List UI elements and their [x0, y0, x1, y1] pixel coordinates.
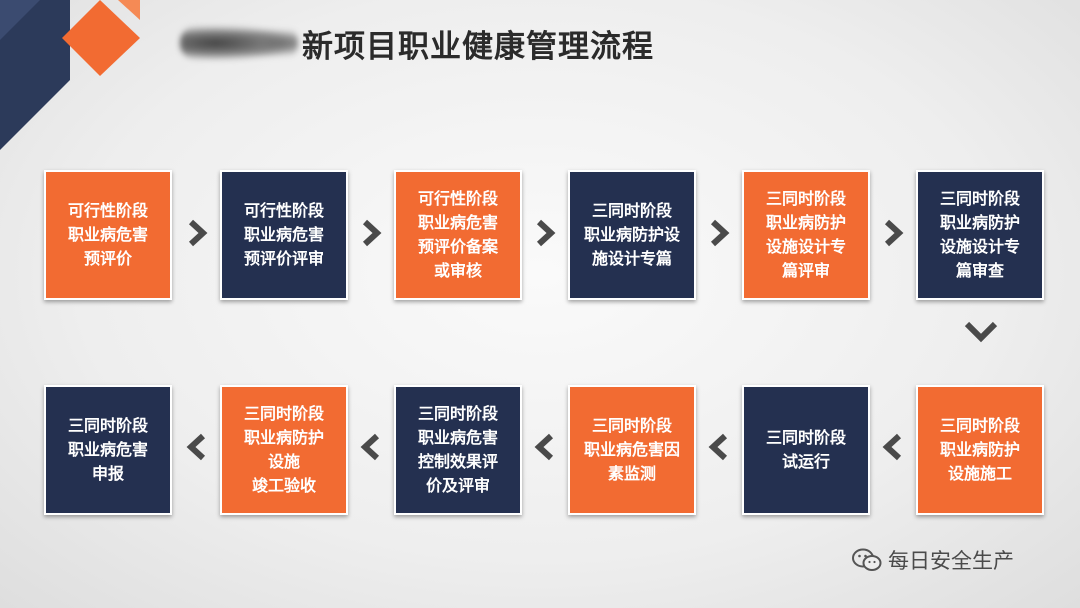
- step-label-9: 三同时阶段 职业病危害因 素监测: [583, 416, 680, 483]
- watermark-text: 每日安全生产: [888, 549, 1014, 573]
- step-box-12: 三同时阶段 职业病危害 申报: [44, 385, 172, 515]
- step-box-5: 三同时阶段 职业病防护 设施设计专 篇评审: [742, 170, 870, 300]
- step-box-10: 三同时阶段 职业病危害 控制效果评 价及评审: [394, 385, 522, 515]
- chevron-left-icon: [534, 433, 554, 461]
- step-label-1: 可行性阶段 职业病危害 预评价: [67, 201, 148, 268]
- wechat-icon: [852, 548, 882, 571]
- step-label-5: 三同时阶段 职业病防护 设施设计专 篇评审: [765, 189, 846, 280]
- watermark: 每日安全生产: [852, 545, 1014, 575]
- chevron-left-icon: [882, 433, 902, 461]
- step-label-8: 三同时阶段 试运行: [765, 428, 846, 471]
- step-label-11: 三同时阶段 职业病防护 设施 竣工验收: [243, 404, 324, 495]
- corner-decoration: [0, 0, 140, 150]
- step-box-2: 可行性阶段 职业病危害 预评价评审: [220, 170, 348, 300]
- step-box-6: 三同时阶段 职业病防护 设施设计专 篇审查: [916, 170, 1044, 300]
- step-box-8: 三同时阶段 试运行: [742, 385, 870, 515]
- step-box-3: 可行性阶段 职业病危害 预评价备案 或审核: [394, 170, 522, 300]
- chevron-right-icon: [710, 219, 730, 247]
- step-label-7: 三同时阶段 职业病防护 设施施工: [939, 416, 1020, 483]
- step-label-3: 可行性阶段 职业病危害 预评价备案 或审核: [417, 189, 498, 280]
- step-label-10: 三同时阶段 职业病危害 控制效果评 价及评审: [417, 404, 498, 495]
- step-label-4: 三同时阶段 职业病防护设 施设计专篇: [583, 201, 680, 268]
- step-label-12: 三同时阶段 职业病危害 申报: [67, 416, 148, 483]
- step-box-4: 三同时阶段 职业病防护设 施设计专篇: [568, 170, 696, 300]
- page-title: 新项目职业健康管理流程: [302, 28, 654, 65]
- chevron-left-icon: [708, 433, 728, 461]
- step-box-7: 三同时阶段 职业病防护 设施施工: [916, 385, 1044, 515]
- chevron-left-icon: [360, 433, 380, 461]
- chevron-right-icon: [536, 219, 556, 247]
- step-box-9: 三同时阶段 职业病危害因 素监测: [568, 385, 696, 515]
- chevron-right-icon: [362, 219, 382, 247]
- step-box-1: 可行性阶段 职业病危害 预评价: [44, 170, 172, 300]
- chevron-right-icon: [188, 219, 208, 247]
- step-label-6: 三同时阶段 职业病防护 设施设计专 篇审查: [939, 189, 1020, 280]
- step-box-11: 三同时阶段 职业病防护 设施 竣工验收: [220, 385, 348, 515]
- chevron-right-icon: [884, 219, 904, 247]
- title-area: 新项目职业健康管理流程: [180, 18, 654, 68]
- step-label-2: 可行性阶段 职业病危害 预评价评审: [243, 201, 324, 268]
- blurred-logo: [180, 26, 298, 60]
- chevron-down-icon: [964, 321, 998, 343]
- chevron-left-icon: [186, 433, 206, 461]
